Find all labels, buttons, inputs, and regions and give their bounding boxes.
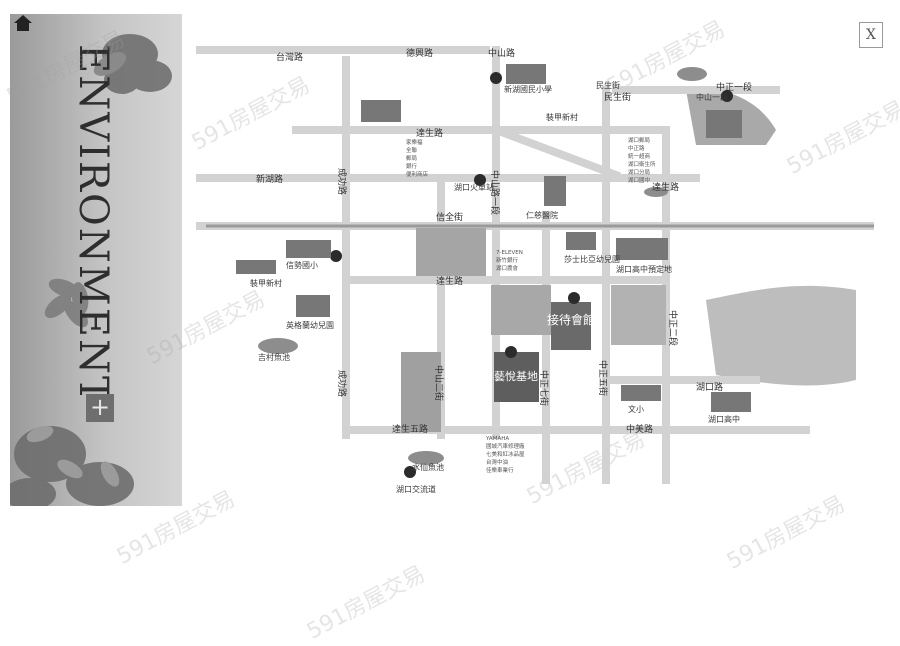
road-label: 達生五路 bbox=[392, 423, 428, 435]
poi-text: 全聯 bbox=[406, 146, 418, 154]
road-label: 中山路一段 bbox=[489, 170, 501, 215]
map-pin-icon bbox=[568, 292, 580, 304]
poi-text: 銀行 bbox=[406, 162, 418, 170]
school-icon bbox=[616, 238, 668, 260]
kindergarten-icon bbox=[566, 232, 596, 250]
place-label: 新湖國民小學 bbox=[504, 84, 552, 94]
road-label: 中美路 bbox=[626, 423, 653, 435]
road-label: 達生路 bbox=[416, 127, 443, 139]
kindergarten-icon bbox=[296, 295, 330, 317]
place-label: 吉村魚池 bbox=[258, 352, 290, 362]
pond-icon bbox=[258, 338, 298, 354]
map-pin-icon bbox=[404, 466, 416, 478]
poi-text: 7-ELEVEN bbox=[496, 250, 523, 256]
poi-text: 中正路 bbox=[628, 144, 645, 152]
place-label: 水仙魚池 bbox=[412, 462, 444, 472]
place-label: 湖口交流道 bbox=[396, 484, 436, 494]
place-label: 仁慈醫院 bbox=[526, 210, 558, 220]
place-label: 中山一段 bbox=[696, 92, 728, 102]
poi-text: 台灣中油 bbox=[486, 458, 509, 466]
environment-panel: ENVIRONMENT + bbox=[10, 14, 182, 506]
map-pin-icon bbox=[490, 72, 502, 84]
place-label: 文小 bbox=[628, 404, 644, 414]
house-icon bbox=[236, 260, 276, 274]
expand-plus-button[interactable]: + bbox=[86, 394, 114, 422]
pond-icon bbox=[677, 67, 707, 81]
road-label: 湖口路 bbox=[696, 381, 723, 393]
environment-title: ENVIRONMENT bbox=[70, 44, 116, 405]
road-label: 中正一段 bbox=[716, 81, 752, 93]
poi-text: 湖口分局 bbox=[628, 168, 650, 176]
poi-text: 湖口農會 bbox=[496, 264, 519, 272]
school-icon bbox=[711, 392, 751, 412]
road-label: 新湖路 bbox=[256, 173, 283, 185]
pond-icon bbox=[644, 187, 668, 197]
poi-text: 便利商店 bbox=[406, 170, 429, 178]
close-button[interactable]: X bbox=[859, 22, 883, 48]
poi-text: 湖口國中 bbox=[628, 176, 650, 184]
road-label: 達生路 bbox=[652, 181, 679, 193]
map-pin-icon bbox=[505, 346, 517, 358]
school-icon bbox=[621, 385, 661, 401]
base-site[interactable]: 藝悅基地 bbox=[494, 352, 539, 402]
poi-text: 家樂福 bbox=[406, 138, 423, 146]
hospital-icon bbox=[544, 176, 566, 206]
poi-text: YAMAHA bbox=[485, 436, 509, 442]
poi-text: 國城汽車修理廠 bbox=[486, 442, 525, 450]
small-poi-labels: 湖口郵局 中正路 統一超商 湖口衛生所 湖口分局 湖口國中 家樂福 全聯 郵局 … bbox=[406, 136, 656, 474]
pond-icon bbox=[408, 451, 444, 465]
building-icon bbox=[706, 110, 742, 138]
road-label: 德興路 bbox=[406, 47, 433, 59]
road-label: 成功路 bbox=[336, 168, 348, 195]
place-label: 湖口火車站 bbox=[454, 182, 494, 192]
base-site-label: 藝悅基地 bbox=[494, 369, 538, 383]
place-label: 英格蘭幼兒園 bbox=[286, 320, 334, 330]
road-label: 成功路 bbox=[336, 370, 348, 397]
road-label: 信全街 bbox=[436, 211, 463, 223]
poi-text: 新竹銀行 bbox=[496, 256, 519, 264]
poi-text: 統一超商 bbox=[628, 152, 651, 160]
area-map: 接待會館 藝悅基地 德興路 中山路 民 bbox=[196, 46, 874, 494]
place-label: 莎士比亞幼兒園 bbox=[564, 254, 620, 264]
road-label: 中山二街 bbox=[433, 365, 445, 401]
ponds bbox=[258, 67, 707, 465]
road-label: 中正五街 bbox=[597, 360, 609, 396]
place-label: 民生街 bbox=[596, 80, 620, 90]
reception-hall[interactable]: 接待會館 bbox=[547, 302, 595, 350]
poi-text: 郵局 bbox=[406, 154, 417, 162]
road-label: 達生路 bbox=[436, 275, 463, 287]
place-label: 信勢國小 bbox=[286, 260, 318, 270]
map-pin-icon bbox=[330, 250, 342, 262]
home-icon[interactable] bbox=[12, 12, 34, 34]
road-label: 中正七街 bbox=[538, 370, 550, 406]
park-blocks bbox=[401, 228, 666, 432]
map-pin-icon bbox=[721, 90, 733, 102]
poi-text: 七美和紅冰品屋 bbox=[486, 450, 525, 458]
place-label: 裝甲新村 bbox=[546, 112, 578, 122]
place-label: 湖口高中預定地 bbox=[616, 264, 672, 274]
watermark: 591房屋交易 bbox=[302, 561, 430, 645]
road-label: 民生街 bbox=[604, 91, 631, 103]
poi-text: 湖口衛生所 bbox=[628, 160, 656, 168]
building-icon bbox=[361, 100, 401, 122]
flower-decoration bbox=[10, 34, 172, 506]
school-icon bbox=[506, 64, 546, 84]
place-label: 裝甲新村 bbox=[250, 278, 282, 288]
reception-hall-label: 接待會館 bbox=[547, 312, 595, 327]
road-label: 中正二段 bbox=[667, 310, 679, 346]
place-label: 湖口高中 bbox=[708, 414, 740, 424]
poi-text: 湖口郵局 bbox=[628, 136, 650, 144]
school-icon bbox=[286, 240, 331, 258]
building-icons bbox=[236, 64, 751, 412]
road-label: 中山路 bbox=[488, 47, 515, 59]
poi-text: 佳樂車業行 bbox=[486, 466, 514, 474]
map-pin-icon bbox=[474, 174, 486, 186]
road-label: 台灣路 bbox=[276, 51, 303, 63]
